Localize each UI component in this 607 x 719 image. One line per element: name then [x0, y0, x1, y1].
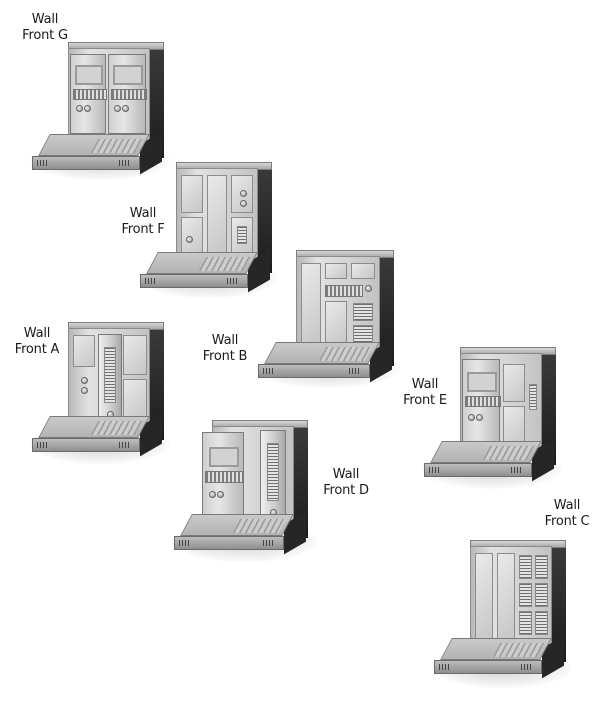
- label-line2: Front G: [22, 28, 68, 43]
- label-line2: Front F: [121, 222, 165, 237]
- label-line2: Front A: [14, 342, 60, 357]
- console-left: [70, 54, 107, 134]
- label-wall-front-g: Wall Front G: [10, 12, 80, 44]
- label-line2: Front E: [403, 393, 447, 408]
- label-wall-front-a: Wall Front A: [2, 326, 72, 358]
- label-line1: Wall: [332, 467, 360, 482]
- label-line1: Wall: [23, 326, 51, 341]
- label-wall-front-f: Wall Front F: [108, 206, 178, 238]
- console-right: [108, 54, 147, 134]
- wall-front-g-model: [30, 40, 170, 180]
- wall-front-d-model: [172, 418, 317, 563]
- wall-front-a-model: [30, 320, 170, 465]
- label-line1: Wall: [411, 377, 439, 392]
- wall-front-b-model: [256, 248, 401, 388]
- label-line1: Wall: [129, 206, 157, 221]
- vent-pillar: [98, 334, 122, 426]
- wall-front-f-model: [138, 160, 278, 298]
- label-wall-front-d: Wall Front D: [311, 467, 381, 499]
- label-line2: Front C: [544, 514, 590, 529]
- wall-front-c-model: [432, 538, 572, 688]
- label-line2: Front D: [323, 483, 369, 498]
- label-line1: Wall: [211, 333, 239, 348]
- label-wall-front-b: Wall Front B: [190, 333, 260, 365]
- wall-front-e-model: [422, 345, 562, 490]
- label-wall-front-c: Wall Front C: [532, 498, 602, 530]
- label-wall-front-e: Wall Front E: [390, 377, 460, 409]
- label-line1: Wall: [31, 12, 59, 27]
- label-line1: Wall: [553, 498, 581, 513]
- label-line2: Front B: [202, 349, 248, 364]
